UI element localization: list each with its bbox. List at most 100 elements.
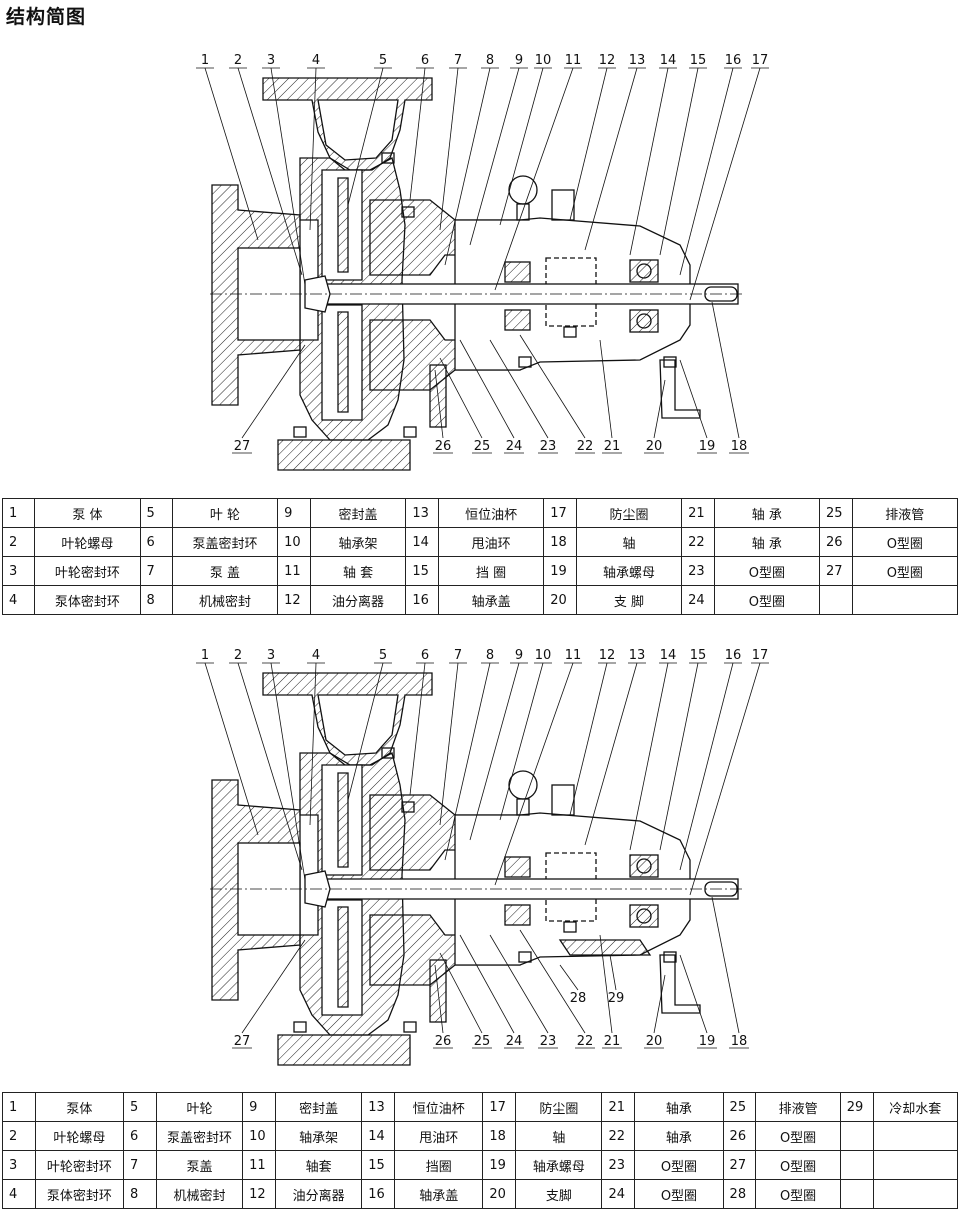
bolt: [663, 356, 677, 368]
part-number: 3: [1, 556, 36, 586]
part-name: O型圈: [634, 1150, 724, 1180]
callout-label-top: 15: [690, 648, 707, 663]
part-number: 8: [139, 585, 173, 615]
bolt: [401, 206, 415, 218]
leader-line: [689, 67, 761, 301]
part-number: 24: [601, 1179, 636, 1209]
part-number: 6: [139, 527, 173, 557]
part-name: 轴: [515, 1121, 603, 1151]
leader-line: [711, 896, 740, 1034]
part-number: 20: [482, 1179, 517, 1209]
part-number: 17: [482, 1092, 517, 1122]
part-number: 16: [361, 1179, 396, 1209]
callout-label-top: 9: [515, 53, 523, 68]
part-number: [839, 1150, 874, 1180]
callout-label-top: 17: [752, 53, 769, 68]
ball-upper: [636, 858, 652, 874]
ball-lower: [636, 908, 652, 924]
leader-line: [444, 67, 491, 266]
part-name: O型圈: [755, 1150, 841, 1180]
part-name: 排液管: [755, 1092, 841, 1122]
part-number: 6: [123, 1121, 157, 1151]
leader-line: [659, 67, 699, 256]
leader-line: [499, 662, 544, 821]
callout-label-top: 10: [535, 648, 552, 663]
part-number: 14: [361, 1121, 396, 1151]
suction-bore: [237, 842, 301, 936]
part-name: 排液管: [851, 498, 959, 528]
part-number: [819, 585, 853, 615]
callout-label-bottom: 21: [604, 1034, 621, 1049]
bolt: [381, 152, 395, 164]
page-title: 结构简图: [6, 6, 87, 28]
part-number: 27: [819, 556, 853, 586]
bolt: [563, 921, 577, 933]
part-name: O型圈: [713, 556, 821, 586]
part-number: [839, 1179, 874, 1209]
callout-label-bottom: 26: [435, 1034, 452, 1049]
part-number: 20: [543, 585, 577, 615]
part-number: 21: [601, 1092, 636, 1122]
part-name: 轴承架: [309, 527, 407, 557]
callout-label-bottom: 24: [506, 439, 523, 454]
leader-line: [459, 934, 515, 1034]
part-number: 25: [722, 1092, 757, 1122]
leader-line: [679, 954, 708, 1034]
leader-line: [519, 929, 586, 1034]
part-name: O型圈: [634, 1179, 724, 1209]
impeller-blade-lower: [337, 906, 349, 1008]
bolt: [563, 326, 577, 338]
callout-label-top: 6: [421, 53, 429, 68]
callout-label-bottom: 18: [731, 1034, 748, 1049]
leader-line: [489, 339, 549, 439]
part-name: 叶轮密封环: [34, 1150, 125, 1180]
bearing-upper-left: [504, 856, 531, 878]
part-name: 冷却水套: [872, 1092, 959, 1122]
part-number: 11: [277, 556, 311, 586]
part-number: 24: [681, 585, 715, 615]
callout-label-top: 6: [421, 648, 429, 663]
part-number: 1: [2, 1092, 36, 1122]
part-name: 泵盖: [155, 1150, 244, 1180]
part-name: 油分离器: [274, 1179, 363, 1209]
callout-label-bottom: 22: [577, 1034, 594, 1049]
part-number: 7: [139, 556, 173, 586]
leader-line: [439, 67, 459, 231]
callout-label-top: 13: [629, 648, 646, 663]
part-name: 轴承螺母: [515, 1150, 603, 1180]
part-number: 7: [123, 1150, 157, 1180]
part-name: 轴 承: [713, 527, 821, 557]
leader-line: [519, 334, 586, 439]
callout-label-top: 3: [267, 53, 275, 68]
part-name: 泵体密封环: [34, 1179, 125, 1209]
callout-label-extra: 28: [570, 991, 587, 1006]
part-number: 5: [139, 498, 173, 528]
part-number: 13: [405, 498, 439, 528]
leader-line: [559, 964, 579, 991]
leader-line: [629, 67, 669, 256]
part-number: 9: [277, 498, 311, 528]
callout-label-bottom: 20: [646, 439, 663, 454]
leader-line: [499, 67, 544, 226]
cooling-water-jacket: [558, 939, 652, 956]
suction-bore: [237, 247, 301, 341]
part-number: 10: [277, 527, 311, 557]
leader-line: [270, 67, 306, 286]
part-number: 16: [405, 585, 439, 615]
leader-line: [444, 662, 491, 861]
bolt: [381, 747, 395, 759]
part-name: 泵盖密封环: [155, 1121, 244, 1151]
discharge-port: [317, 99, 399, 161]
bolt: [403, 1021, 417, 1033]
part-name: 油分离器: [309, 585, 407, 615]
part-name: 泵盖密封环: [171, 527, 279, 557]
part-name: O型圈: [851, 527, 959, 557]
part-name: 恒位油杯: [394, 1092, 484, 1122]
part-number: 15: [405, 556, 439, 586]
bolt: [293, 1021, 307, 1033]
bearing-upper-right: [629, 854, 659, 878]
